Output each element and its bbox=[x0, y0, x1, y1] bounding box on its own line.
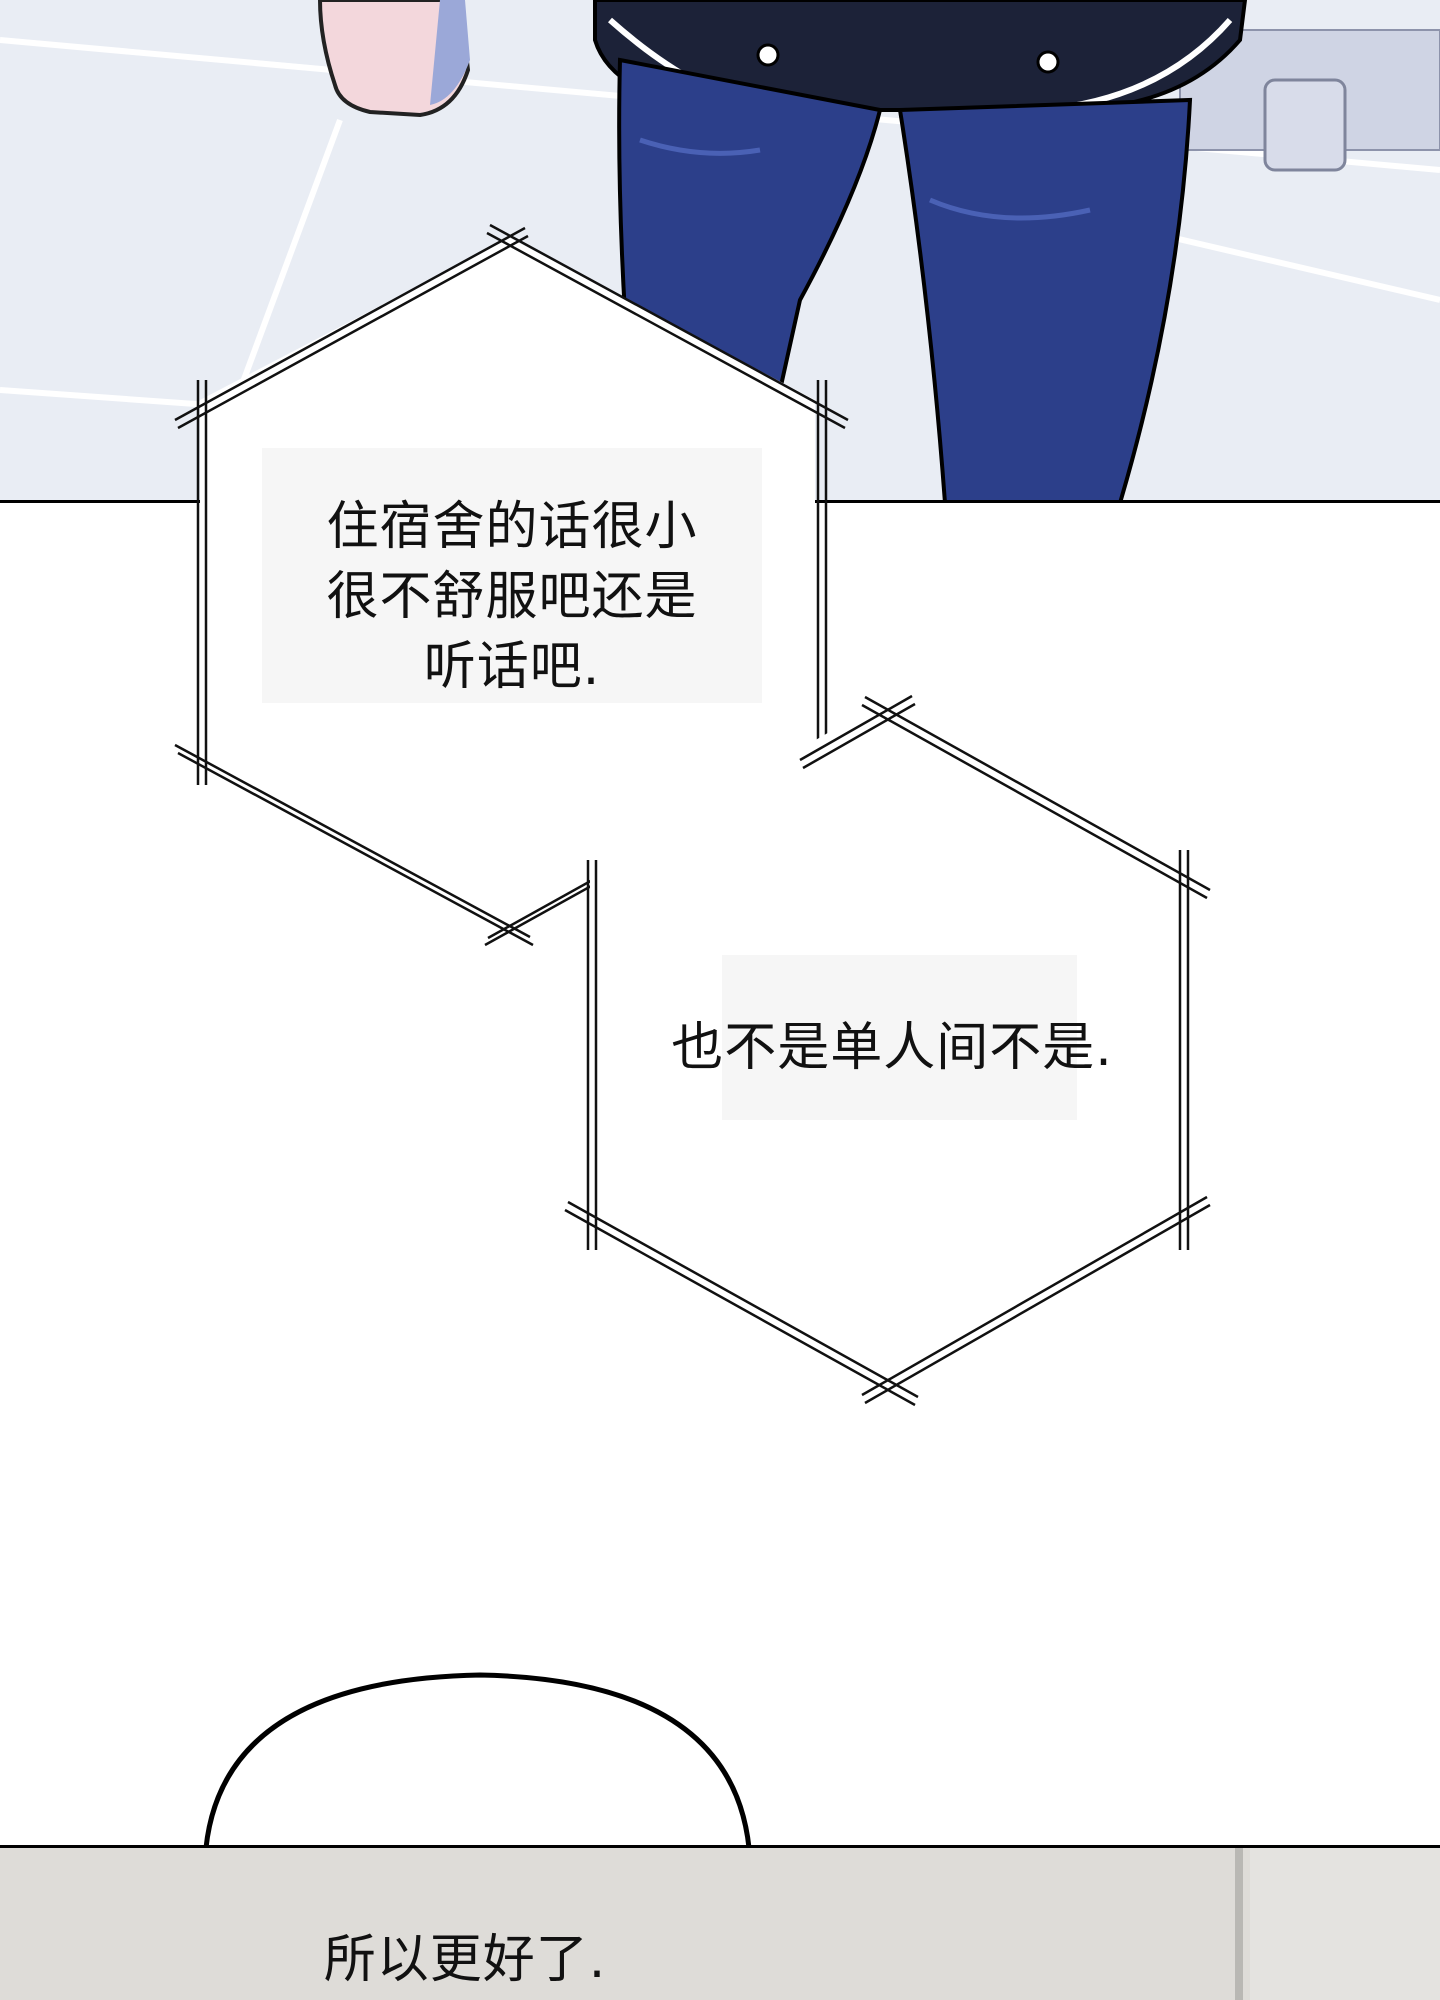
balloon-1-text: 住宿舍的话很小 很不舒服吧还是 听话吧. bbox=[262, 492, 762, 702]
balloon-2-text: 也不是单人间不是. bbox=[671, 1018, 1113, 1078]
balloon-1-text-bg bbox=[262, 448, 762, 703]
balloon-1-line-1: 住宿舍的话很小 bbox=[326, 497, 698, 557]
bottom-panel-background bbox=[1235, 1848, 1440, 2000]
balloon-1-line-2: 很不舒服吧还是 bbox=[326, 567, 698, 627]
bottom-panel bbox=[0, 1845, 1440, 2000]
pants-right-leg bbox=[897, 97, 1193, 500]
hand bbox=[317, 0, 471, 118]
bag-strap bbox=[1179, 29, 1440, 172]
balloon-3-text: 所以更好了. bbox=[323, 1930, 607, 1990]
balloon-2-text-bg bbox=[722, 955, 1077, 1120]
balloon-1-line-3: 听话吧. bbox=[423, 637, 601, 697]
